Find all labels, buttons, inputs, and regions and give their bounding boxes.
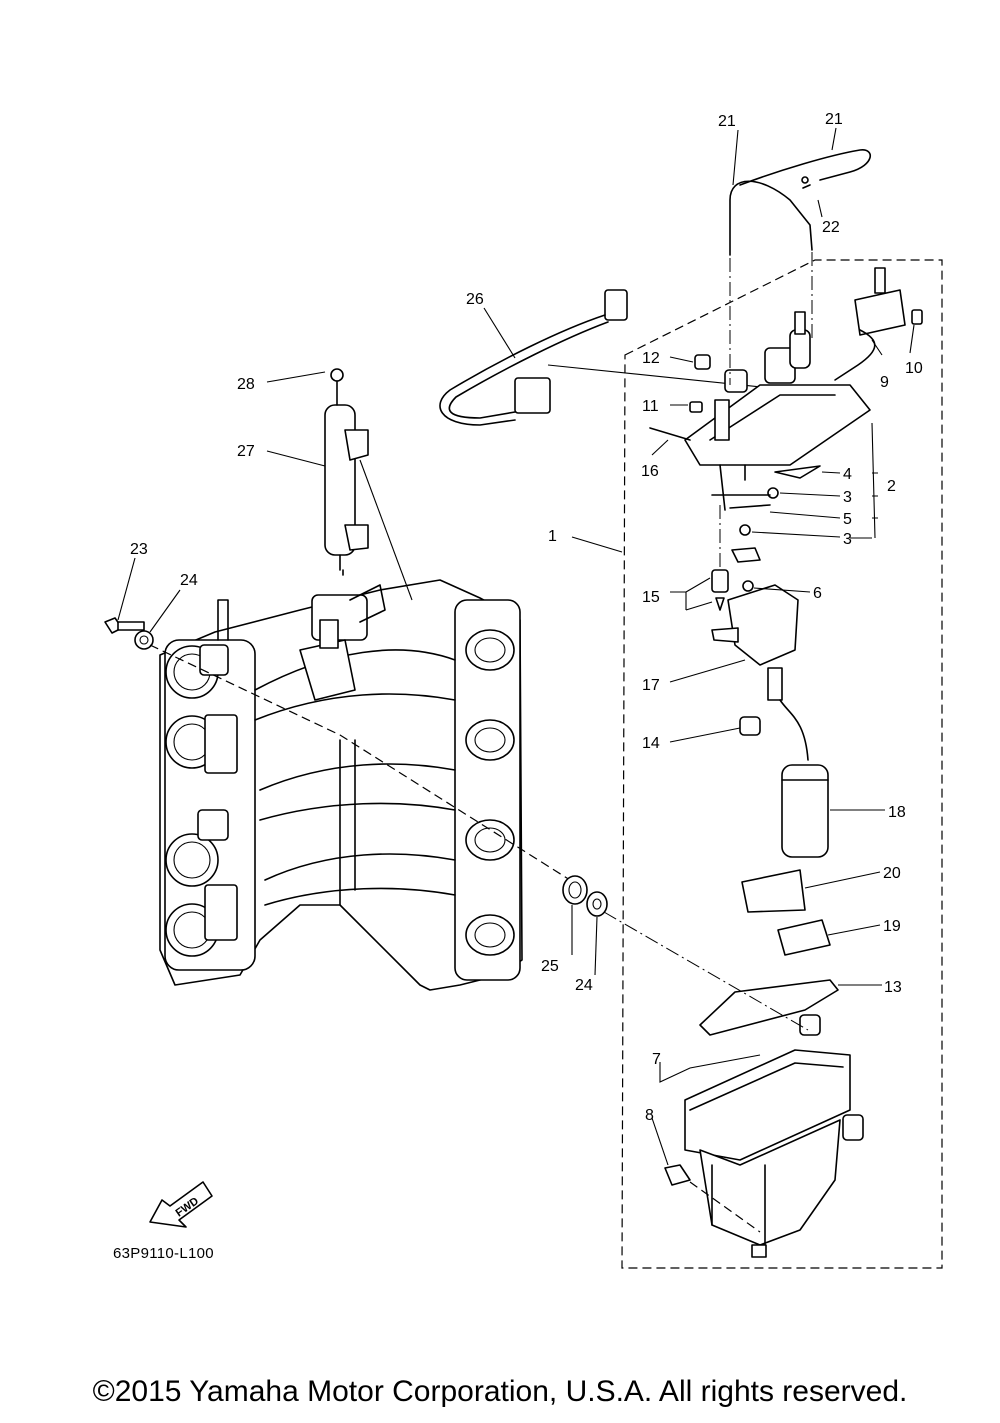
- callout-13: 13: [884, 979, 902, 996]
- callout-15: 15: [642, 589, 660, 606]
- callout-27: 27: [237, 443, 255, 460]
- callout-11: 11: [642, 398, 659, 415]
- callout-19: 19: [883, 918, 901, 935]
- callout-4: 4: [843, 466, 852, 483]
- callout-12: 12: [642, 350, 660, 367]
- part-27-cylinder: [324, 368, 369, 576]
- callout-20: 20: [883, 865, 901, 882]
- callout-21a: 21: [718, 113, 736, 130]
- callout-2: 2: [887, 478, 896, 495]
- bolts-washers: [104, 617, 809, 1031]
- callout-6: 6: [813, 585, 822, 602]
- callout-3b: 3: [843, 531, 852, 548]
- callout-23: 23: [130, 541, 148, 558]
- float-chamber: [664, 979, 864, 1258]
- callout-labels: 1 2 3 3 4 5 6 7 8 9 10 11 12 13 14 15 16…: [130, 111, 923, 1124]
- callout-14: 14: [642, 735, 660, 752]
- callout-9: 9: [880, 374, 889, 391]
- callout-24a: 24: [180, 572, 198, 589]
- callout-28: 28: [237, 376, 255, 393]
- callout-7: 7: [652, 1051, 661, 1068]
- callout-22: 22: [822, 219, 840, 236]
- part-21-hoses: [729, 149, 871, 385]
- fwd-arrow-icon: FWD: [149, 1181, 213, 1228]
- callout-18: 18: [888, 804, 906, 821]
- callout-3a: 3: [843, 489, 852, 506]
- separator-bracket: [649, 267, 923, 592]
- callout-17: 17: [642, 677, 660, 694]
- callout-5: 5: [843, 511, 852, 528]
- intake-manifold: [159, 579, 523, 991]
- diagram-code: 63P9110-L100: [113, 1245, 214, 1262]
- callout-25: 25: [541, 958, 559, 975]
- callout-24b: 24: [575, 977, 593, 994]
- callout-leaders: [117, 127, 915, 1166]
- callout-16: 16: [641, 463, 659, 480]
- callout-21b: 21: [825, 111, 843, 128]
- callout-26: 26: [466, 291, 484, 308]
- callout-8: 8: [645, 1107, 654, 1124]
- callout-1: 1: [548, 528, 557, 545]
- copyright-notice: ©2015 Yamaha Motor Corporation, U.S.A. A…: [92, 1375, 908, 1408]
- part-26-harness: [439, 289, 791, 426]
- assembly-boundary: [621, 259, 943, 1269]
- fuel-pump-assembly: [711, 505, 831, 956]
- callout-10: 10: [905, 360, 923, 377]
